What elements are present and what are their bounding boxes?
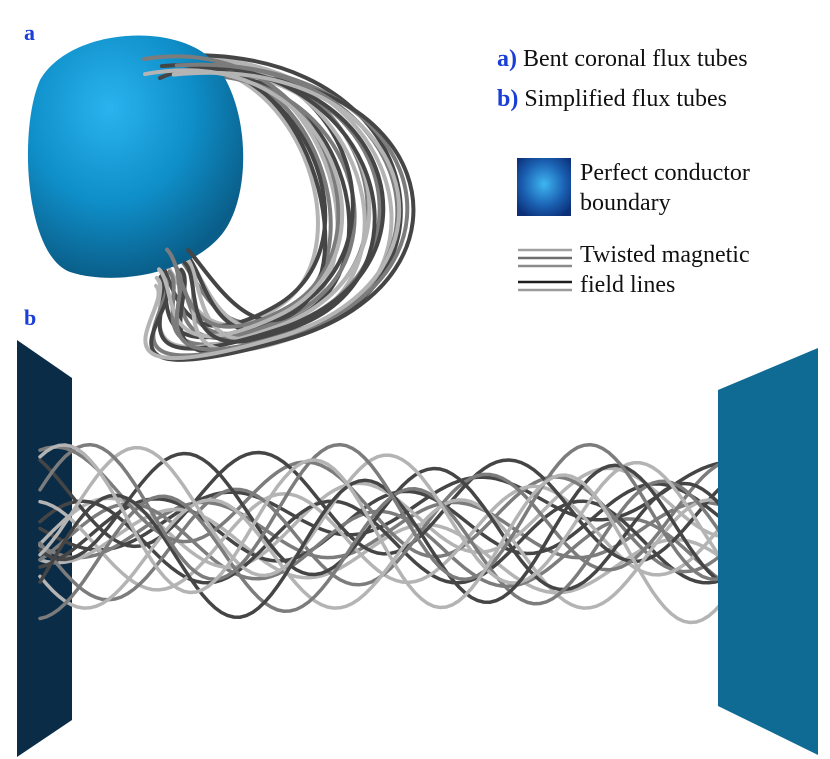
- bent-flux-tube: [140, 53, 403, 355]
- fieldline-legend-swatch: [518, 248, 572, 292]
- twisted-field-line: [38, 446, 792, 593]
- perfect-conductor-sphere: [27, 35, 244, 278]
- legend-entry-bent-tubes: a)Bent coronal flux tubes: [497, 46, 748, 73]
- fieldlines-label-line1: Twisted magnetic: [580, 242, 750, 268]
- legend-text-b: Simplified flux tubes: [524, 86, 727, 112]
- fieldlines-legend-label: Twisted magnetic field lines: [580, 240, 750, 300]
- twisted-field-line: [38, 477, 792, 592]
- legend-entry-simplified-tubes: b)Simplified flux tubes: [497, 86, 727, 113]
- conductor-legend-label: Perfect conductor boundary: [580, 158, 750, 218]
- twisted-field-line: [38, 499, 792, 585]
- panel-a-figure: [27, 35, 416, 362]
- twisted-field-line: [38, 482, 792, 569]
- conductor-label-line1: Perfect conductor: [580, 160, 750, 186]
- panel-b-figure: [17, 340, 818, 757]
- legend-key-b: b): [497, 86, 519, 112]
- legend-text-a: Bent coronal flux tubes: [523, 46, 748, 72]
- twisted-field-line: [38, 442, 792, 582]
- bent-flux-tube: [159, 62, 377, 344]
- twisted-field-line: [38, 457, 792, 602]
- conductor-label-line2: boundary: [580, 190, 671, 216]
- conductor-legend-swatch: [517, 158, 571, 216]
- twisted-field-line: [38, 479, 792, 621]
- fieldlines-label-line2: field lines: [580, 272, 676, 298]
- bent-flux-tube: [142, 54, 341, 329]
- twisted-field-line: [38, 443, 792, 625]
- bent-flux-tube: [149, 72, 416, 362]
- bent-flux-tube: [143, 68, 345, 339]
- legend-key-a: a): [497, 46, 517, 72]
- right-conductor-plate: [718, 348, 818, 755]
- panel-a-label: a: [24, 20, 35, 45]
- twisted-field-line: [38, 463, 792, 619]
- panel-b-label: b: [24, 305, 37, 330]
- bent-flux-tubes-front: [142, 54, 402, 361]
- bent-flux-tube: [143, 70, 402, 361]
- twisted-field-line: [38, 451, 792, 598]
- twisted-field-lines: [38, 442, 792, 625]
